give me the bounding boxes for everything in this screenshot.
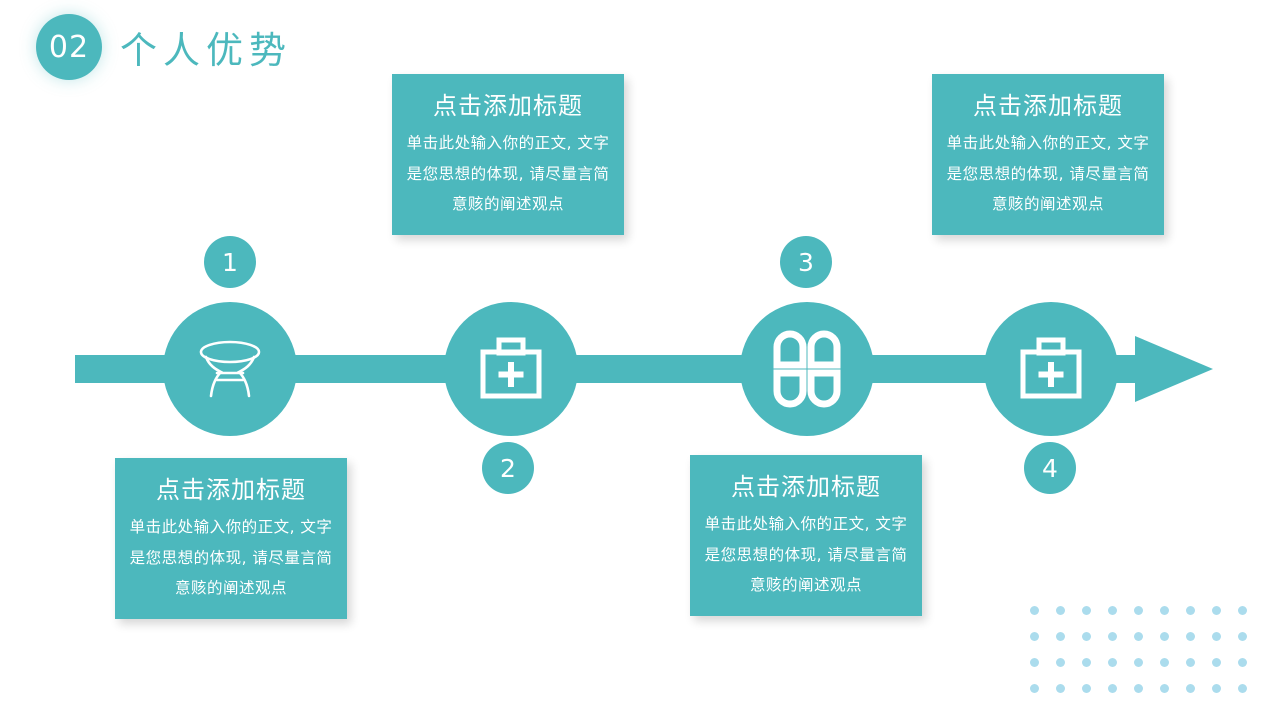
timeline-node-4[interactable] xyxy=(984,302,1118,436)
decorative-dot xyxy=(1030,606,1039,615)
decorative-dot xyxy=(1186,632,1195,641)
info-card-1[interactable]: 点击添加标题 单击此处输入你的正文, 文字是您思想的体现, 请尽量言简意赅的阐述… xyxy=(115,458,347,620)
decorative-dot xyxy=(1056,684,1065,693)
decorative-dot xyxy=(1186,658,1195,667)
step-number-badge-1: 1 xyxy=(204,236,256,288)
decorative-dot xyxy=(1030,658,1039,667)
section-number-badge: 02 xyxy=(36,14,102,80)
decorative-dot xyxy=(1160,606,1169,615)
decorative-dot xyxy=(1108,632,1117,641)
decorative-dot xyxy=(1134,684,1143,693)
info-card-title: 点击添加标题 xyxy=(731,473,881,501)
timeline-node-3[interactable] xyxy=(740,302,874,436)
decorative-dot xyxy=(1082,684,1091,693)
decorative-dot xyxy=(1056,658,1065,667)
decorative-dot xyxy=(1186,684,1195,693)
decorative-dot xyxy=(1134,606,1143,615)
decorative-dot xyxy=(1160,658,1169,667)
decorative-dot xyxy=(1238,684,1247,693)
first-aid-kit-icon xyxy=(475,333,547,405)
decorative-dot xyxy=(1212,684,1221,693)
step-number-badge-2: 2 xyxy=(482,442,534,494)
decorative-dot xyxy=(1160,684,1169,693)
slide-header: 02 个人优势 xyxy=(36,14,292,80)
decorative-dot xyxy=(1056,606,1065,615)
page-title: 个人优势 xyxy=(120,29,292,72)
decorative-dot xyxy=(1056,632,1065,641)
decorative-dot xyxy=(1134,658,1143,667)
arrow-right-icon xyxy=(1135,336,1213,402)
decorative-dot-grid xyxy=(1030,606,1264,710)
decorative-dot xyxy=(1108,606,1117,615)
decorative-dot xyxy=(1186,606,1195,615)
timeline-node-2[interactable] xyxy=(444,302,578,436)
step-number-badge-3: 3 xyxy=(780,236,832,288)
info-card-title: 点击添加标题 xyxy=(433,92,583,120)
info-card-title: 点击添加标题 xyxy=(156,476,306,504)
info-card-title: 点击添加标题 xyxy=(973,92,1123,120)
info-card-body: 单击此处输入你的正文, 文字是您思想的体现, 请尽量言简意赅的阐述观点 xyxy=(406,134,610,213)
decorative-dot xyxy=(1238,632,1247,641)
round-table-icon xyxy=(193,332,267,406)
decorative-dot xyxy=(1212,658,1221,667)
decorative-dot xyxy=(1082,606,1091,615)
decorative-dot xyxy=(1108,684,1117,693)
info-card-body: 单击此处输入你的正文, 文字是您思想的体现, 请尽量言简意赅的阐述观点 xyxy=(704,515,908,594)
decorative-dot xyxy=(1160,632,1169,641)
first-aid-kit-icon xyxy=(1015,333,1087,405)
decorative-dot xyxy=(1238,658,1247,667)
decorative-dot xyxy=(1238,606,1247,615)
timeline-node-1[interactable] xyxy=(163,302,297,436)
decorative-dot xyxy=(1082,658,1091,667)
info-card-body: 单击此处输入你的正文, 文字是您思想的体现, 请尽量言简意赅的阐述观点 xyxy=(129,518,333,597)
decorative-dot xyxy=(1082,632,1091,641)
info-card-body: 单击此处输入你的正文, 文字是您思想的体现, 请尽量言简意赅的阐述观点 xyxy=(946,134,1150,213)
decorative-dot xyxy=(1212,606,1221,615)
decorative-dot xyxy=(1108,658,1117,667)
decorative-dot xyxy=(1030,632,1039,641)
info-card-3[interactable]: 点击添加标题 单击此处输入你的正文, 文字是您思想的体现, 请尽量言简意赅的阐述… xyxy=(690,455,922,617)
decorative-dot xyxy=(1212,632,1221,641)
decorative-dot xyxy=(1134,632,1143,641)
info-card-2[interactable]: 点击添加标题 单击此处输入你的正文, 文字是您思想的体现, 请尽量言简意赅的阐述… xyxy=(392,74,624,236)
step-number-badge-4: 4 xyxy=(1024,442,1076,494)
info-card-4[interactable]: 点击添加标题 单击此处输入你的正文, 文字是您思想的体现, 请尽量言简意赅的阐述… xyxy=(932,74,1164,236)
decorative-dot xyxy=(1030,684,1039,693)
four-petal-clover-icon xyxy=(768,330,846,408)
